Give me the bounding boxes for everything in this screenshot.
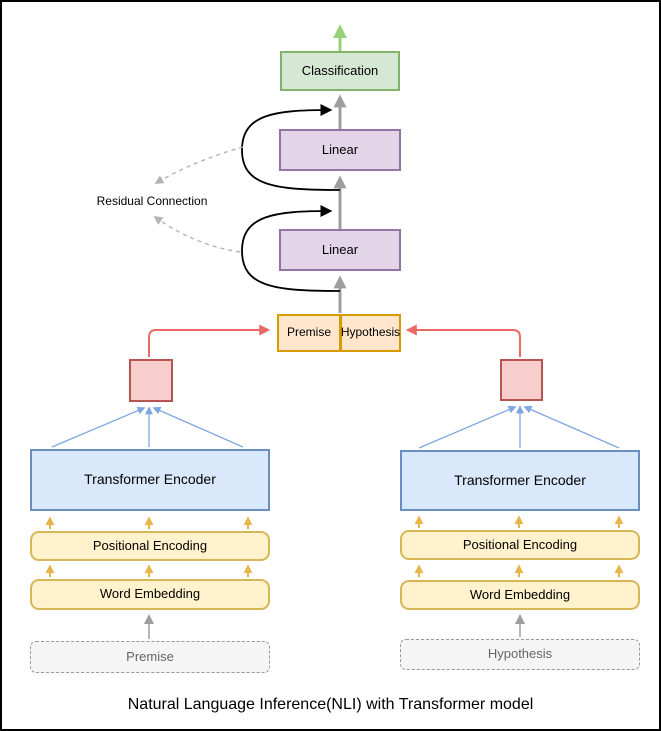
concat-hypothesis-label: Hypothesis bbox=[340, 325, 401, 340]
right-word-embedding-node: Word Embedding bbox=[400, 580, 640, 610]
residual-annotation-arrow-top bbox=[154, 146, 244, 184]
right-positional-encoding-node: Positional Encoding bbox=[400, 530, 640, 560]
right-pooled-output-node bbox=[500, 359, 543, 401]
left-positional-encoding-label: Positional Encoding bbox=[92, 537, 208, 553]
right-transformer-encoder-label: Transformer Encoder bbox=[454, 471, 586, 488]
linear-top-node: Linear bbox=[279, 129, 401, 171]
left-pooled-output-node bbox=[129, 359, 173, 402]
left-word-embedding-label: Word Embedding bbox=[99, 586, 201, 602]
left-encoder-fanin-1 bbox=[51, 406, 146, 448]
residual-connection-label: Residual Connection bbox=[96, 194, 208, 208]
left-transformer-encoder-label: Transformer Encoder bbox=[84, 471, 216, 488]
left-encoder-fanin-3 bbox=[152, 406, 244, 448]
premise-input-node: Premise bbox=[30, 641, 270, 673]
concat-premise-cell: Premise bbox=[277, 314, 341, 352]
right-word-embedding-label: Word Embedding bbox=[469, 586, 571, 602]
right-encoder-fanin-3 bbox=[523, 405, 620, 449]
linear-bottom-node: Linear bbox=[279, 229, 401, 271]
concat-hypothesis-cell: Hypothesis bbox=[340, 314, 401, 352]
premise-input-label: Premise bbox=[126, 648, 174, 664]
left-transformer-encoder-node: Transformer Encoder bbox=[30, 449, 270, 511]
diagram-caption: Natural Language Inference(NLI) with Tra… bbox=[127, 696, 534, 713]
linear-top-label: Linear bbox=[321, 141, 359, 157]
classification-node: Classification bbox=[280, 51, 400, 91]
linear-bottom-label: Linear bbox=[321, 241, 359, 257]
right-encoder-fanin-1 bbox=[418, 405, 517, 449]
right-pool-to-hypothesis-arrow bbox=[405, 324, 521, 357]
left-word-embedding-node: Word Embedding bbox=[30, 579, 270, 610]
hypothesis-input-label: Hypothesis bbox=[487, 646, 553, 662]
concat-premise-label: Premise bbox=[286, 325, 331, 340]
residual-loop-bottom bbox=[241, 205, 341, 292]
hypothesis-input-node: Hypothesis bbox=[400, 639, 640, 670]
right-positional-encoding-label: Positional Encoding bbox=[462, 536, 578, 552]
residual-annotation-arrow-bottom bbox=[153, 215, 241, 253]
classification-label: Classification bbox=[301, 62, 379, 78]
residual-loop-top bbox=[241, 104, 341, 191]
right-transformer-encoder-node: Transformer Encoder bbox=[400, 450, 640, 511]
left-pool-to-premise-arrow bbox=[148, 324, 271, 357]
left-positional-encoding-node: Positional Encoding bbox=[30, 531, 270, 561]
